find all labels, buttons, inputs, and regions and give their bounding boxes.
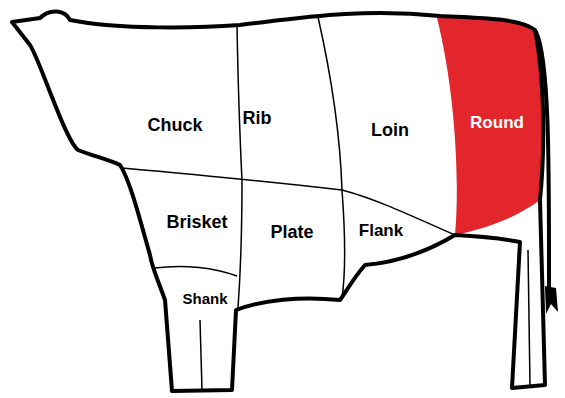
rib-loin-line xyxy=(318,17,342,190)
chuck-rib-line xyxy=(237,26,242,180)
cut-label: Loin xyxy=(371,121,409,139)
brisket-plate-line xyxy=(238,180,242,308)
plate-flank-line xyxy=(342,190,345,298)
round-region xyxy=(437,18,543,235)
front-leg-inner xyxy=(200,320,202,390)
shank-line xyxy=(155,266,237,276)
cut-label: Rib xyxy=(243,109,272,127)
cut-label: Flank xyxy=(359,222,403,239)
cow-outline xyxy=(12,11,545,391)
cut-lines xyxy=(122,17,455,308)
hind-leg-inner xyxy=(528,250,530,386)
tail-tuft xyxy=(545,286,558,314)
cut-label: Brisket xyxy=(166,213,227,231)
cut-label: Chuck xyxy=(147,116,202,134)
cut-label: Plate xyxy=(270,223,313,241)
cut-label: Round xyxy=(470,114,524,131)
cut-label: Shank xyxy=(182,291,227,306)
